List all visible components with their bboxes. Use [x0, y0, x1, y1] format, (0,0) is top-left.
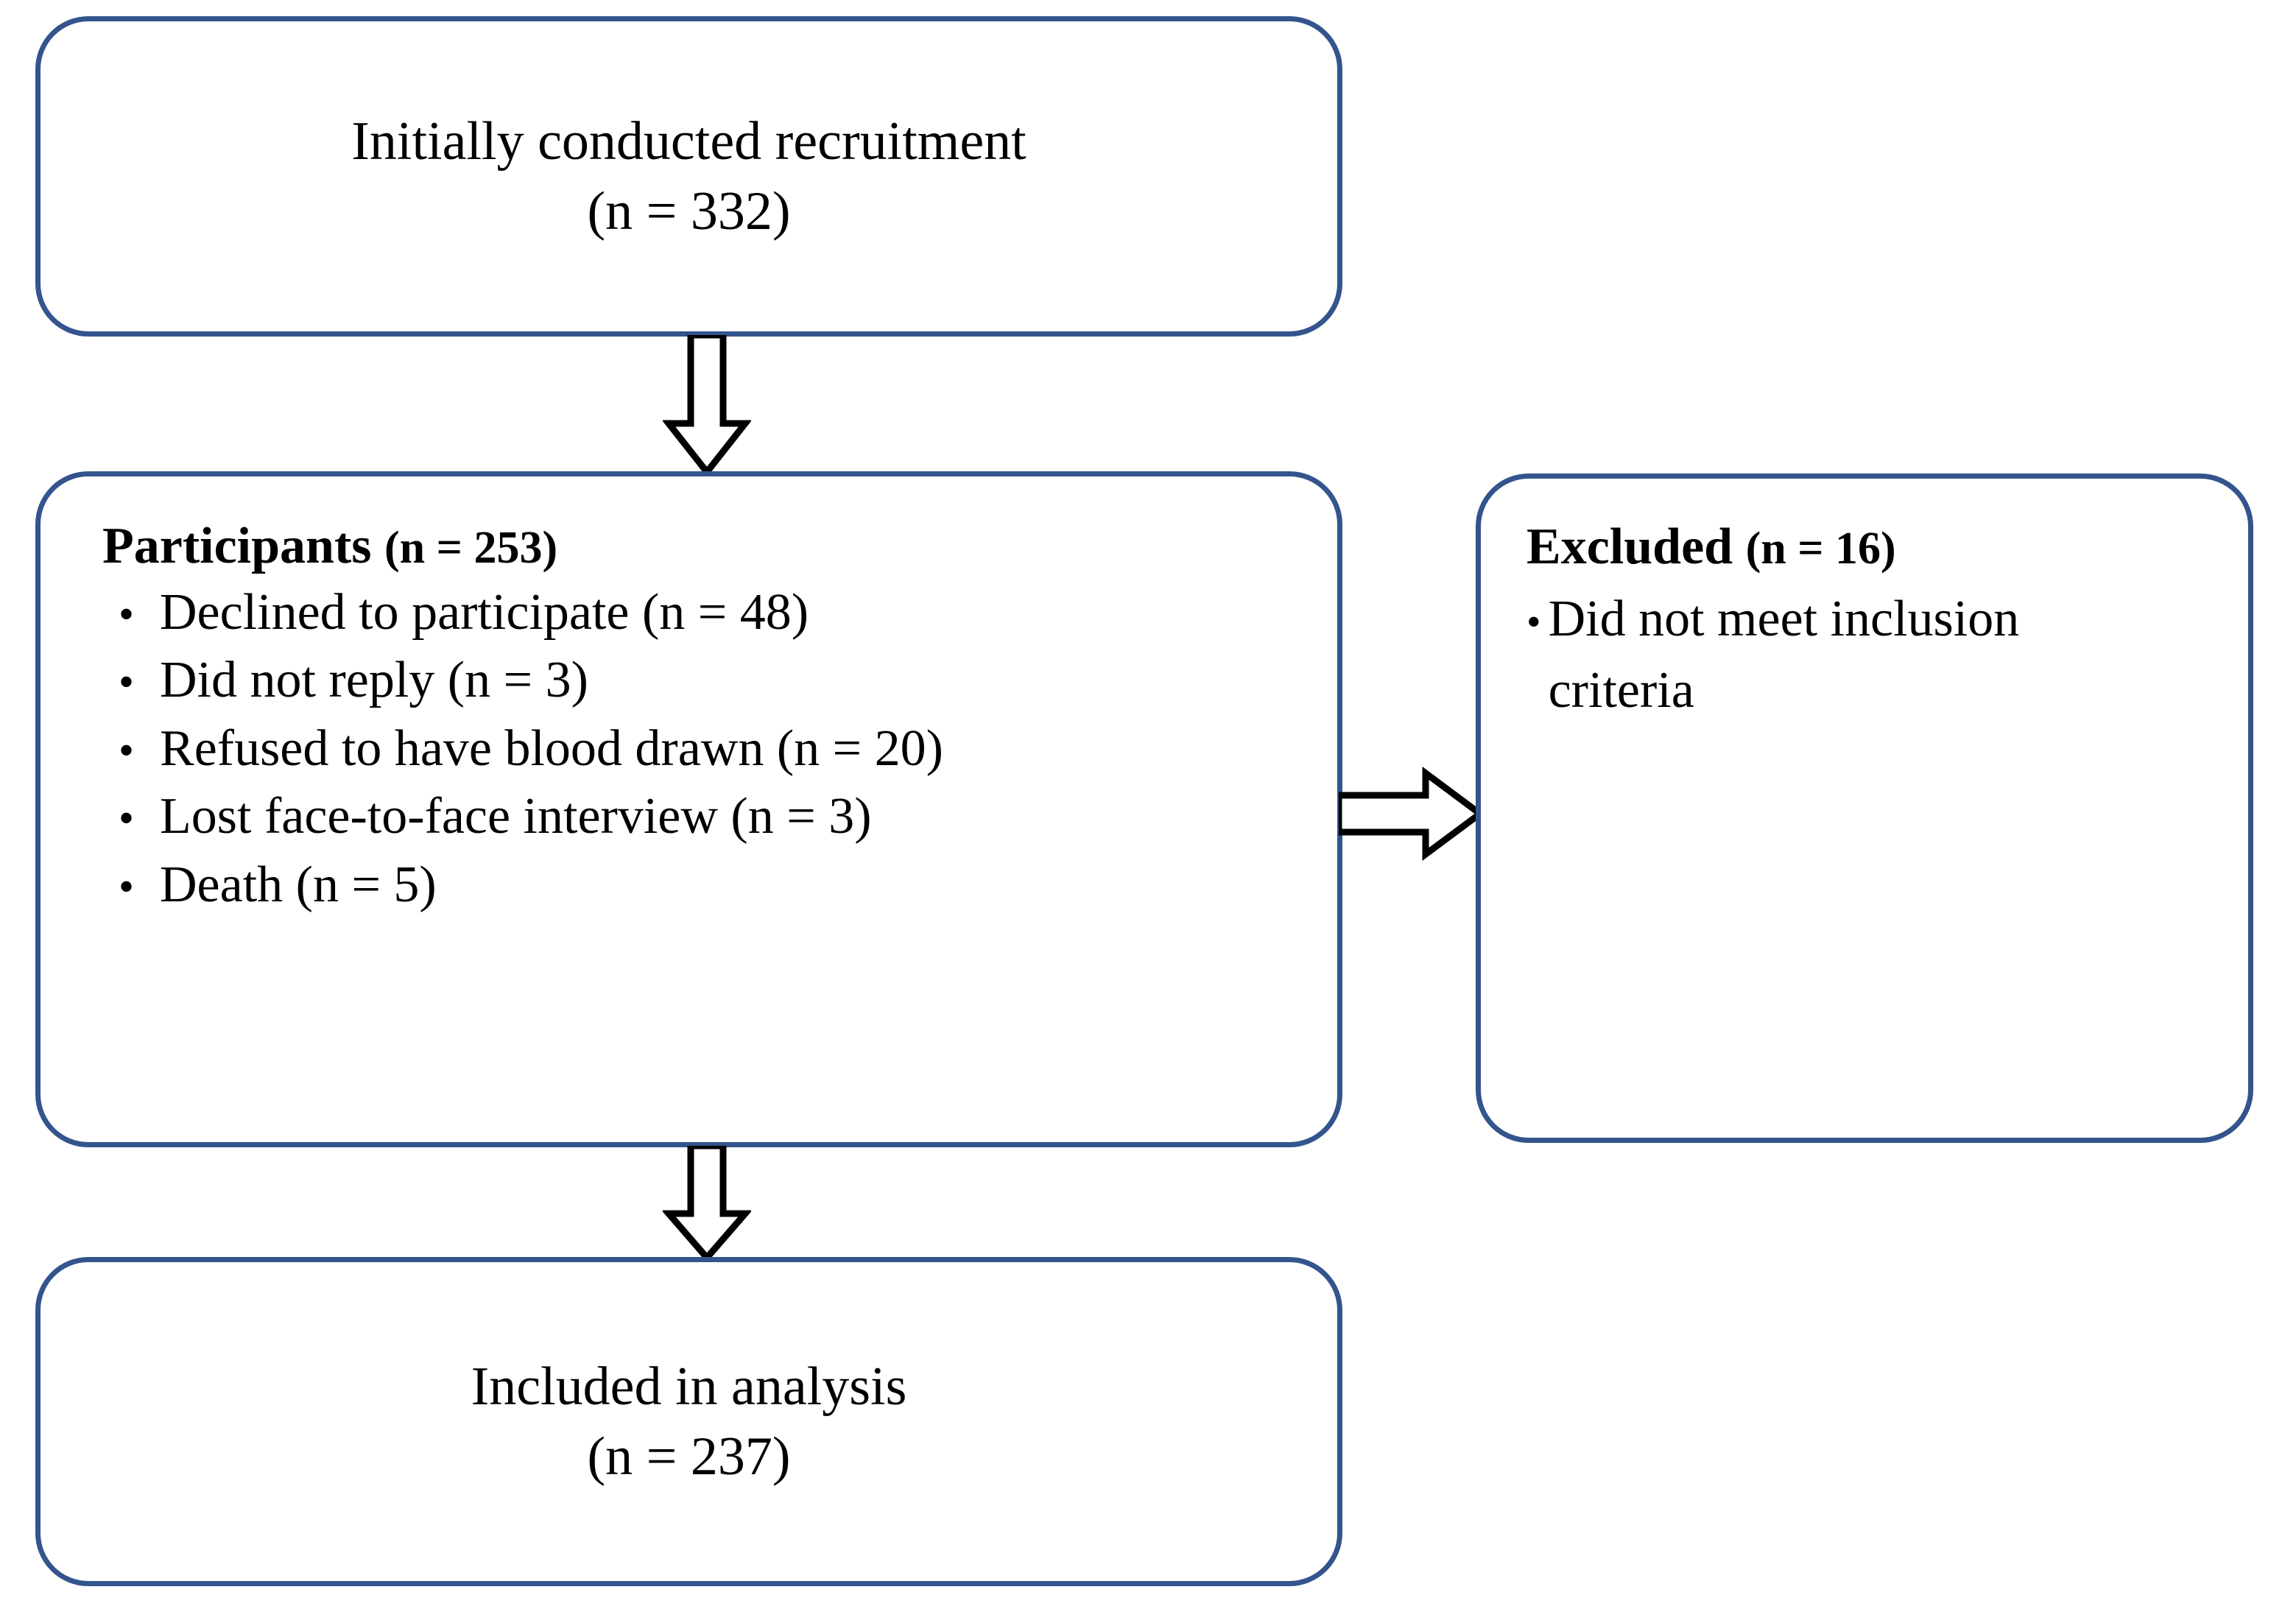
recruitment-title: Initially conducted recruitment	[351, 110, 1026, 172]
excluded-heading: Excluded (n = 16)	[1526, 518, 2248, 575]
bullet-dot-icon: •	[119, 862, 135, 911]
box-included-in-analysis: Included in analysis (n = 237)	[35, 1257, 1342, 1586]
bullet-dot-icon: •	[119, 658, 135, 707]
participants-heading: Participants (n = 253)	[102, 518, 1337, 574]
box-excluded: Excluded (n = 16) • Did not meet inclusi…	[1476, 473, 2253, 1143]
participants-bullet-list: • Declined to participate (n = 48) • Did…	[83, 579, 1337, 919]
bullet-dot-icon: •	[119, 794, 135, 843]
list-item-label: Declined to participate (n = 48)	[160, 584, 809, 641]
bullet-dot-icon: •	[1526, 599, 1541, 645]
bullet-dot-icon: •	[119, 590, 135, 638]
list-item-label: Refused to have blood drawn (n = 20)	[160, 719, 943, 777]
box-initially-conducted-recruitment: Initially conducted recruitment (n = 332…	[35, 16, 1342, 337]
list-item: • Refused to have blood drawn (n = 20)	[83, 715, 1337, 783]
arrow-participants-to-included	[663, 1146, 751, 1261]
participants-heading-count: (n = 253)	[384, 523, 558, 573]
arrow-participants-to-excluded	[1339, 766, 1483, 862]
included-count: (n = 237)	[587, 1426, 791, 1487]
excluded-heading-count: (n = 16)	[1745, 524, 1896, 574]
list-item: • Did not meet inclusion criteria	[1526, 584, 2248, 726]
list-item: • Death (n = 5)	[83, 851, 1337, 919]
excluded-heading-label: Excluded	[1526, 518, 1733, 575]
bullet-dot-icon: •	[119, 725, 135, 775]
list-item: • Lost face-to-face interview (n = 3)	[83, 783, 1337, 851]
list-item: • Declined to participate (n = 48)	[83, 579, 1337, 647]
participants-heading-label: Participants	[102, 518, 372, 574]
list-item-label: Did not reply (n = 3)	[160, 652, 588, 709]
arrow-recruitment-to-participants	[663, 335, 751, 475]
recruitment-count: (n = 332)	[587, 180, 791, 242]
list-item-label: Lost face-to-face interview (n = 3)	[160, 788, 872, 845]
included-title: Included in analysis	[471, 1356, 907, 1417]
list-item: • Did not reply (n = 3)	[83, 647, 1337, 714]
box-participants: Participants (n = 253) • Declined to par…	[35, 471, 1342, 1147]
list-item-label: Death (n = 5)	[160, 856, 437, 913]
list-item-label: Did not meet inclusion criteria	[1548, 591, 2020, 719]
